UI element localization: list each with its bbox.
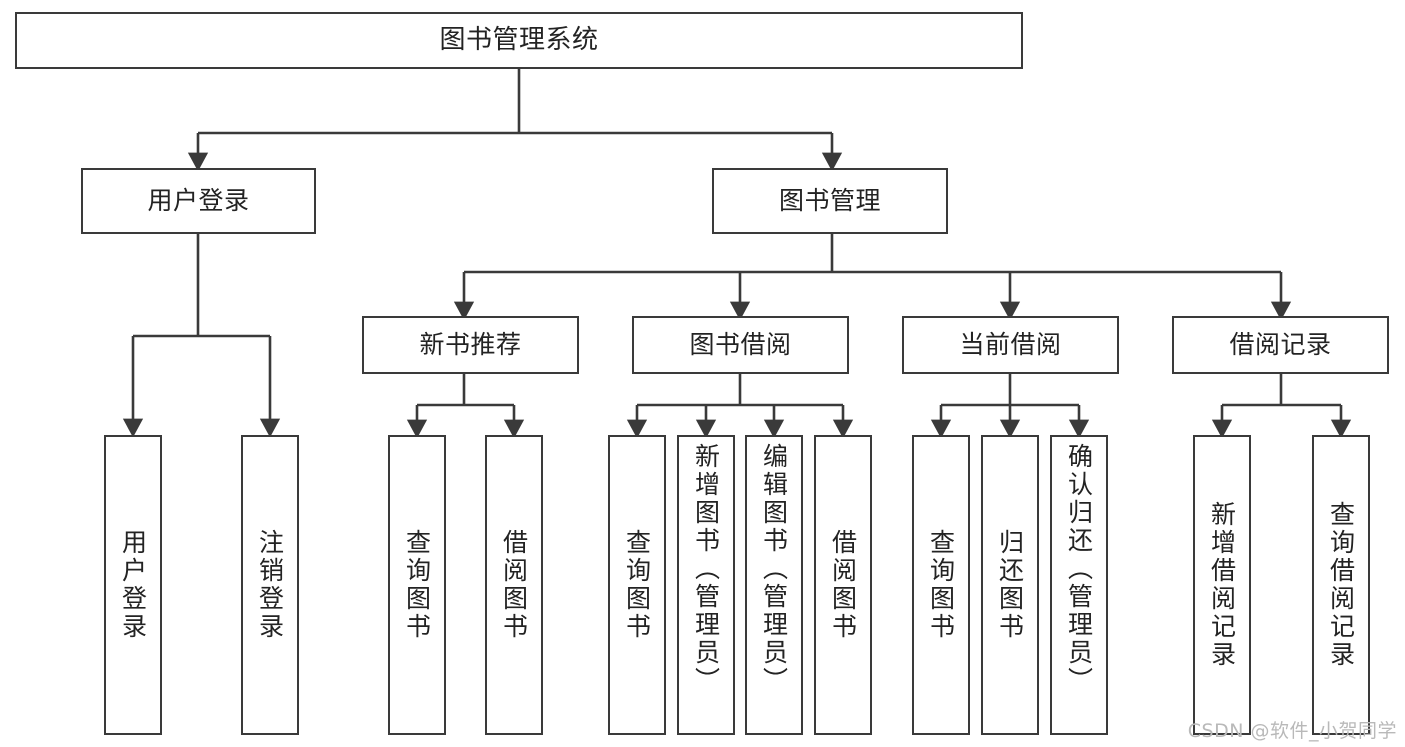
node-leaf-confirm-return-admin[interactable]: 确认归还（管理员） (1050, 435, 1108, 735)
node-leaf-add-borrow-record[interactable]: 新增借阅记录 (1193, 435, 1251, 735)
node-label: 归还图书 (995, 529, 1025, 641)
node-label: 查询图书 (402, 529, 432, 641)
node-label: 确认归还（管理员） (1064, 443, 1094, 695)
node-leaf-query-borrow-record[interactable]: 查询借阅记录 (1312, 435, 1370, 735)
node-label: 借阅图书 (828, 529, 858, 641)
csdn-watermark: CSDN @软件_小贺同学 (1187, 720, 1397, 742)
node-label: 新增借阅记录 (1207, 501, 1237, 669)
node-label: 图书管理系统 (439, 24, 599, 55)
node-label: 查询图书 (926, 529, 956, 641)
node-leaf-logout-login[interactable]: 注销登录 (241, 435, 299, 735)
node-new-book-recommendation[interactable]: 新书推荐 (362, 316, 579, 374)
node-leaf-query-book-borrow[interactable]: 查询图书 (608, 435, 666, 735)
node-label: 图书管理 (778, 185, 881, 215)
node-leaf-add-book-admin[interactable]: 新增图书（管理员） (677, 435, 735, 735)
node-label: 图书借阅 (689, 329, 792, 359)
node-label: 新书推荐 (419, 329, 522, 359)
node-book-management[interactable]: 图书管理 (712, 168, 948, 234)
node-label: 用户登录 (147, 185, 250, 215)
node-leaf-return-book[interactable]: 归还图书 (981, 435, 1039, 735)
node-current-borrowing[interactable]: 当前借阅 (902, 316, 1119, 374)
node-label: 借阅记录 (1229, 329, 1332, 359)
node-borrowing-record[interactable]: 借阅记录 (1172, 316, 1389, 374)
node-user-login[interactable]: 用户登录 (81, 168, 316, 234)
node-label: 当前借阅 (959, 329, 1062, 359)
node-label: 新增图书（管理员） (691, 443, 721, 695)
node-label: 注销登录 (255, 529, 285, 641)
node-leaf-query-book-recommend[interactable]: 查询图书 (388, 435, 446, 735)
node-label: 查询借阅记录 (1326, 501, 1356, 669)
node-leaf-edit-book-admin[interactable]: 编辑图书（管理员） (745, 435, 803, 735)
node-leaf-borrow-book-recommend[interactable]: 借阅图书 (485, 435, 543, 735)
node-label: 编辑图书（管理员） (759, 443, 789, 695)
node-label: 借阅图书 (499, 529, 529, 641)
node-book-borrowing[interactable]: 图书借阅 (632, 316, 849, 374)
node-root-book-management-system[interactable]: 图书管理系统 (15, 12, 1023, 69)
node-leaf-query-book-current[interactable]: 查询图书 (912, 435, 970, 735)
node-leaf-user-login[interactable]: 用户登录 (104, 435, 162, 735)
node-label: 用户登录 (118, 529, 148, 641)
node-leaf-borrow-book[interactable]: 借阅图书 (814, 435, 872, 735)
node-label: 查询图书 (622, 529, 652, 641)
